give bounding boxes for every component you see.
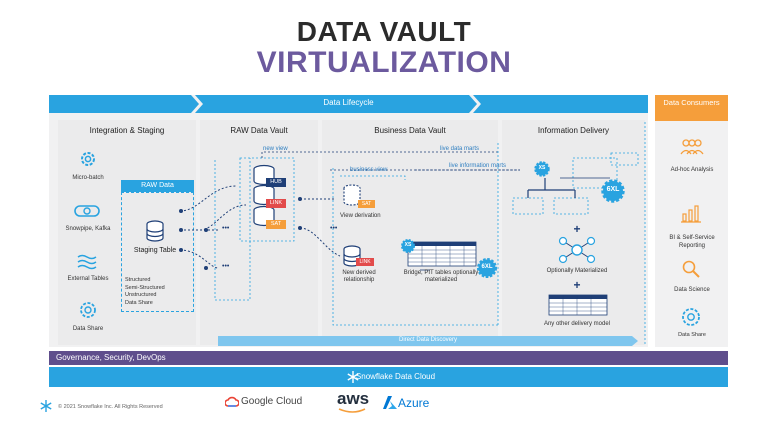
ellipsis: ••• — [330, 225, 338, 232]
xs-badge: XS — [404, 242, 412, 248]
gear-icon — [534, 161, 550, 177]
consumer-label: Data Share — [678, 332, 706, 338]
database-icon — [343, 184, 361, 206]
aws-smile-icon — [338, 408, 366, 413]
source-label: External Tables — [67, 276, 109, 282]
live-information-marts-label: live information marts — [449, 163, 507, 169]
sixxl-badge: 6XL — [606, 186, 620, 193]
aws-logo: aws — [337, 389, 370, 408]
page-subtitle: VIRTUALIZATION — [256, 46, 512, 79]
governance-label: Governance, Security, DevOps — [56, 353, 166, 362]
xs-badge: XS — [538, 165, 546, 171]
column-header-info-delivery: Information Delivery — [537, 126, 610, 135]
gear-icon — [401, 239, 415, 253]
table-grid-icon — [548, 294, 608, 316]
bar-chart-icon — [681, 205, 701, 223]
ellipsis: ••• — [222, 263, 230, 270]
gear-icon — [601, 179, 625, 203]
share-gear-icon — [80, 302, 96, 318]
any-other-delivery-label: Any other delivery model — [543, 321, 611, 327]
wave-icon — [77, 254, 97, 270]
source-label: Snowpipe, Kafka — [65, 226, 111, 232]
source-label: Data Share — [72, 326, 104, 332]
snowflake-icon — [347, 371, 359, 383]
azure-logo: Azure — [398, 396, 430, 410]
business-view-label: business view — [350, 167, 388, 173]
column-header-business-vault: Business Data Vault — [374, 126, 446, 135]
new-view-label: new view — [263, 146, 288, 152]
consumer-label: BI & Self-Service Reporting — [669, 235, 715, 249]
pipe-icon — [74, 205, 100, 217]
ellipsis: ••• — [222, 225, 230, 232]
bridge-pit-label: Bridge, PIT tables optionally materializ… — [403, 270, 479, 283]
new-derived-relationship-label: New derived relationship — [342, 270, 376, 283]
link-badge: LINK — [266, 199, 286, 208]
column-header-integration: Integration & Staging — [89, 126, 165, 135]
share-gear-icon — [682, 308, 700, 326]
database-icon — [146, 220, 164, 242]
table-grid-icon — [407, 241, 477, 267]
gear-icon — [81, 152, 95, 166]
lifecycle-arrow-bar — [49, 95, 648, 113]
column-header-raw-vault: RAW Data Vault — [230, 126, 288, 135]
view-derivation-label: View derivation — [340, 213, 381, 219]
plus-sign: + — [573, 278, 581, 292]
column-raw-vault — [200, 120, 318, 345]
sixxl-badge: 6XL — [481, 264, 493, 270]
consumer-label: Ad-hoc Analysis — [670, 167, 714, 173]
page-title: DATA VAULT — [296, 16, 472, 47]
sat-badge: SAT — [266, 220, 286, 229]
google-cloud-icon — [225, 396, 239, 407]
link-badge: LINK — [356, 258, 374, 266]
raw-data-label: RAW Data — [121, 180, 194, 192]
snowflake-cloud-label: Snowflake Data Cloud — [355, 372, 436, 381]
gear-icon — [477, 258, 497, 278]
azure-icon — [383, 396, 397, 409]
governance-bar — [49, 351, 728, 365]
magnifier-icon — [682, 260, 700, 278]
snowflake-icon — [40, 400, 52, 412]
optionally-materialized-label: Optionally Materialized — [546, 268, 608, 274]
snowflake-cloud-bar — [49, 367, 728, 387]
lifecycle-label: Data Lifecycle — [323, 98, 374, 107]
live-data-marts-label: live data marts — [440, 146, 480, 152]
consumer-label: Data Science — [674, 287, 710, 293]
copyright-text: © 2021 Snowflake Inc. All Rights Reserve… — [58, 404, 163, 410]
google-cloud-logo: Google Cloud — [241, 396, 303, 407]
network-icon — [558, 236, 596, 264]
sat-badge: SAT — [358, 200, 375, 208]
data-types-list: Structured Semi-Structured Unstructured … — [125, 277, 165, 306]
direct-discovery-bar — [218, 336, 638, 346]
hub-badge: HUB — [266, 178, 286, 187]
column-business-vault — [322, 120, 498, 345]
raw-data-box — [121, 192, 194, 312]
direct-discovery-label: Direct Data Discovery — [398, 337, 457, 343]
people-icon — [680, 139, 704, 155]
data-consumers-header: Data Consumers — [655, 95, 728, 121]
source-label: Micro-batch — [72, 175, 104, 181]
staging-table-label: Staging Table — [133, 247, 177, 254]
plus-sign: + — [573, 222, 581, 236]
